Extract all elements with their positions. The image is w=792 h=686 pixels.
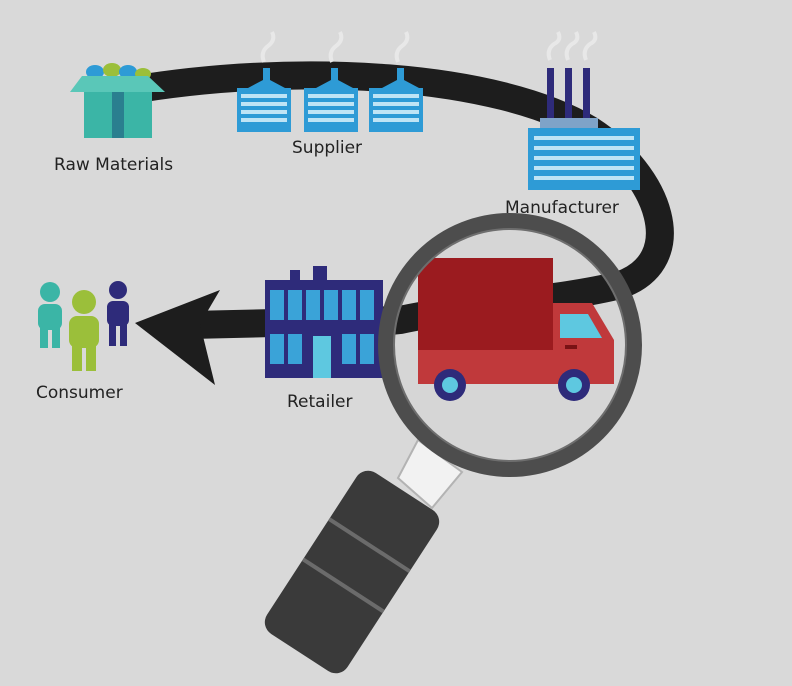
supplier-label: Supplier xyxy=(292,138,363,158)
magnifying-glass-icon xyxy=(264,438,464,674)
factory-icon xyxy=(369,31,423,132)
retailer-label: Retailer xyxy=(287,392,353,412)
raw-materials-label: Raw Materials xyxy=(54,155,174,175)
people-icon xyxy=(38,281,129,371)
consumer-label: Consumer xyxy=(36,383,123,403)
manufacturer-label: Manufacturer xyxy=(505,198,619,218)
delivery-truck-icon xyxy=(418,258,614,401)
lens-rim xyxy=(378,213,642,477)
lens-view xyxy=(392,227,628,463)
factory-smokestacks-icon xyxy=(528,31,640,190)
factory-icon xyxy=(304,31,358,132)
factory-icon xyxy=(237,31,291,132)
store-building-icon xyxy=(265,266,383,378)
open-box-icon xyxy=(70,63,165,138)
lens-inner-rim xyxy=(393,228,627,462)
arrowhead-icon xyxy=(135,290,220,385)
